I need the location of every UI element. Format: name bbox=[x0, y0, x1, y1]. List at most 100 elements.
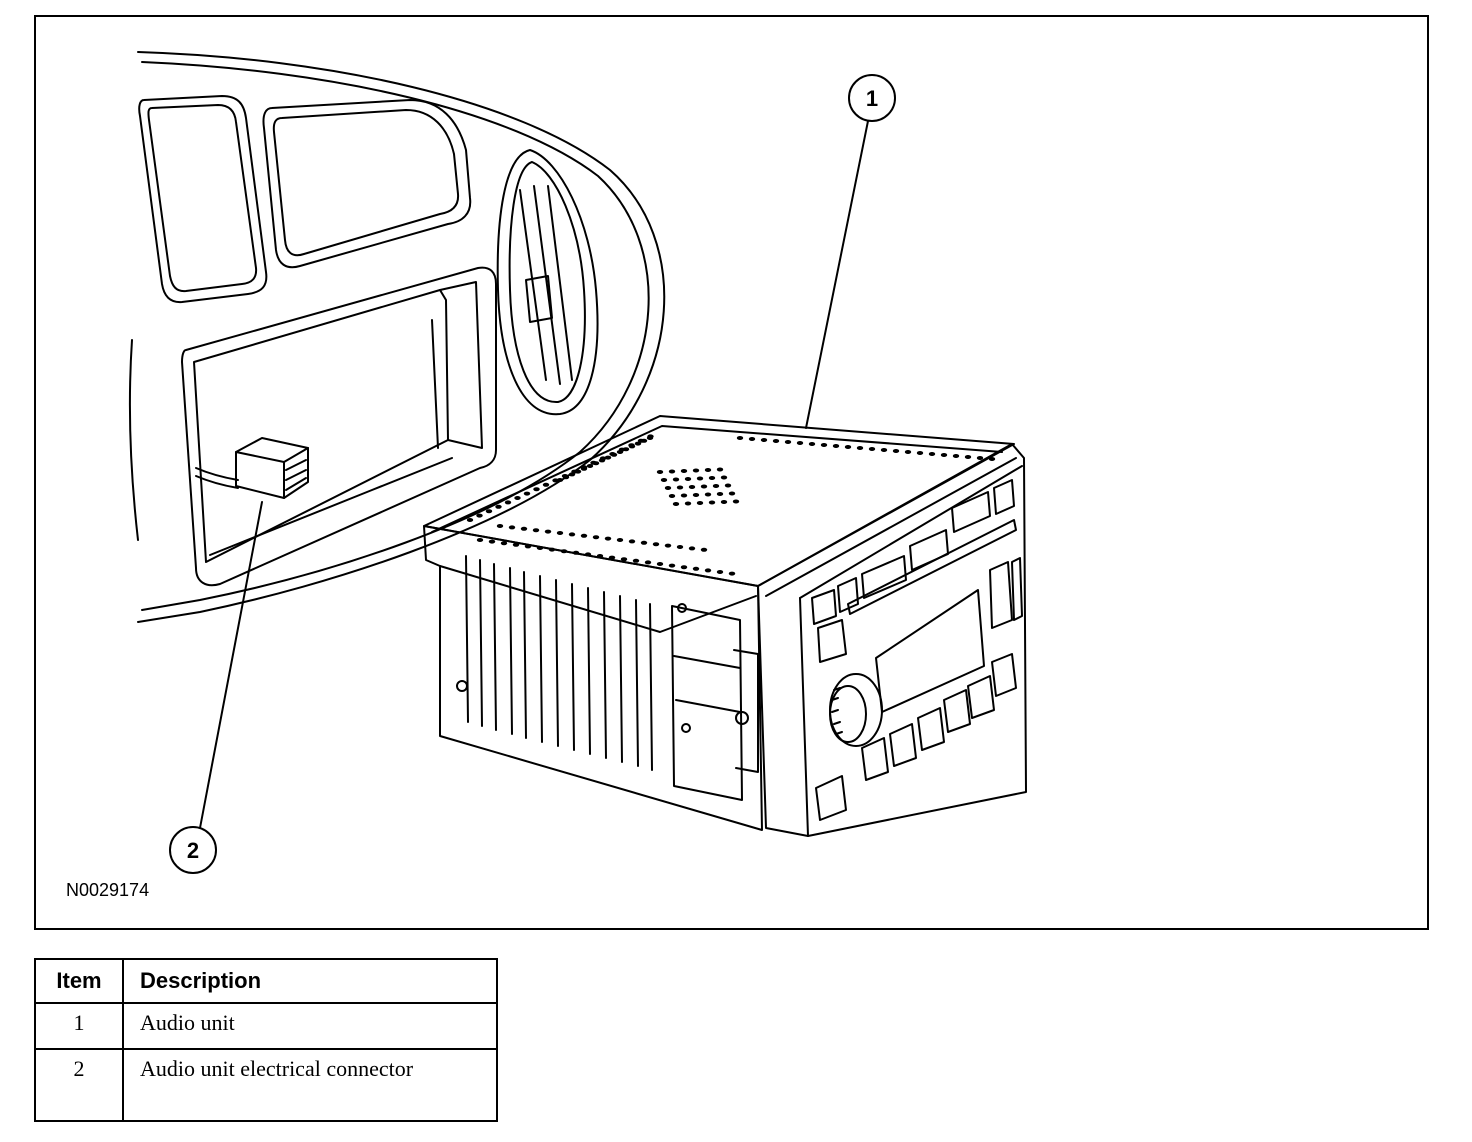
vent-hole bbox=[514, 496, 521, 500]
vent-hole bbox=[504, 500, 512, 505]
vent-hole bbox=[544, 529, 552, 534]
vent-hole bbox=[680, 469, 688, 473]
vent-hole bbox=[580, 533, 588, 538]
vent-hole bbox=[548, 547, 556, 552]
vent-hole bbox=[495, 504, 502, 509]
vent-hole bbox=[604, 536, 612, 541]
audio-connector-drawing bbox=[195, 437, 309, 499]
vent-hole bbox=[688, 546, 696, 551]
vent-hole bbox=[712, 484, 720, 488]
vent-hole bbox=[692, 566, 700, 571]
vent-hole bbox=[542, 482, 550, 487]
vent-hole bbox=[668, 563, 676, 568]
vent-hole bbox=[628, 444, 636, 449]
vent-hole bbox=[832, 444, 840, 448]
vent-hole bbox=[523, 491, 531, 496]
audio-unit-vents bbox=[466, 434, 996, 576]
vent-hole bbox=[500, 541, 508, 546]
vent-hole bbox=[656, 470, 664, 474]
vent-hole bbox=[928, 452, 936, 456]
vent-hole bbox=[892, 449, 900, 453]
vent-hole bbox=[656, 562, 664, 566]
vent-hole bbox=[684, 477, 692, 481]
vent-hole bbox=[988, 457, 996, 461]
vent-hole bbox=[820, 443, 828, 447]
item-number: 2 bbox=[34, 1048, 124, 1122]
vent-hole bbox=[592, 535, 600, 540]
vent-hole bbox=[704, 492, 712, 497]
vent-hole bbox=[524, 544, 532, 549]
vent-hole bbox=[568, 472, 576, 477]
vent-hole bbox=[640, 540, 648, 545]
vent-hole bbox=[628, 539, 636, 544]
vent-hole bbox=[760, 438, 768, 442]
vent-hole bbox=[844, 445, 852, 449]
vent-hole bbox=[520, 526, 528, 531]
vent-hole bbox=[556, 478, 564, 482]
callout-2-circle bbox=[169, 826, 217, 874]
vent-hole bbox=[580, 466, 588, 471]
callout-1-leader bbox=[805, 120, 869, 429]
item-column-header: Item bbox=[34, 958, 124, 1004]
vent-hole bbox=[680, 493, 688, 498]
vent-hole bbox=[720, 475, 728, 480]
vent-hole bbox=[808, 442, 816, 446]
description-column-header: Description bbox=[122, 958, 498, 1004]
vent-hole bbox=[904, 450, 912, 454]
vent-hole bbox=[668, 469, 676, 474]
vent-hole bbox=[660, 478, 668, 482]
vent-hole bbox=[632, 558, 640, 563]
vent-hole bbox=[596, 554, 604, 558]
vent-hole bbox=[704, 568, 712, 573]
vent-hole bbox=[696, 501, 704, 505]
vent-hole bbox=[476, 538, 484, 542]
vent-hole bbox=[668, 494, 676, 498]
legend-header-row: Item Description bbox=[34, 958, 498, 1004]
vent-hole bbox=[604, 455, 612, 460]
vent-hole bbox=[736, 436, 744, 440]
vent-hole bbox=[784, 440, 792, 444]
vent-hole bbox=[496, 524, 504, 528]
vent-hole bbox=[716, 467, 724, 472]
vent-hole bbox=[476, 513, 483, 518]
vent-hole bbox=[556, 531, 564, 535]
vent-hole bbox=[532, 528, 540, 533]
vent-hole bbox=[748, 437, 756, 441]
vent-hole bbox=[644, 560, 652, 565]
vent-hole bbox=[796, 441, 804, 445]
figure-frame bbox=[34, 15, 1429, 930]
vent-hole bbox=[485, 509, 493, 514]
instrument-panel bbox=[129, 51, 666, 623]
vent-hole bbox=[664, 486, 672, 490]
vent-hole bbox=[728, 491, 736, 496]
vent-hole bbox=[640, 438, 648, 443]
vent-hole bbox=[676, 545, 684, 549]
vent-hole bbox=[610, 452, 618, 457]
vent-hole bbox=[598, 458, 606, 463]
vent-hole bbox=[728, 571, 736, 576]
installation-illustration: 1 2 bbox=[129, 51, 1027, 874]
vent-hole bbox=[976, 456, 984, 460]
vent-hole bbox=[562, 475, 570, 480]
vent-hole bbox=[533, 487, 540, 492]
vent-hole bbox=[616, 450, 624, 454]
vent-hole bbox=[572, 550, 580, 555]
vent-hole bbox=[688, 485, 696, 489]
vent-hole bbox=[964, 455, 972, 459]
vent-hole bbox=[616, 538, 624, 542]
vent-hole bbox=[574, 469, 582, 474]
vent-hole bbox=[724, 483, 732, 488]
vent-hole bbox=[708, 500, 716, 505]
callout-1-label: 1 bbox=[866, 86, 878, 111]
vent-hole bbox=[466, 518, 474, 522]
vent-hole bbox=[620, 557, 628, 562]
vent-hole bbox=[664, 543, 672, 548]
vent-hole bbox=[716, 492, 724, 496]
callout-2-leader bbox=[199, 501, 263, 829]
item-number: 1 bbox=[34, 1002, 124, 1050]
vent-hole bbox=[568, 532, 576, 537]
vent-hole bbox=[684, 501, 692, 506]
vent-hole bbox=[672, 502, 680, 506]
vent-hole bbox=[646, 436, 654, 440]
vent-hole bbox=[512, 542, 520, 547]
